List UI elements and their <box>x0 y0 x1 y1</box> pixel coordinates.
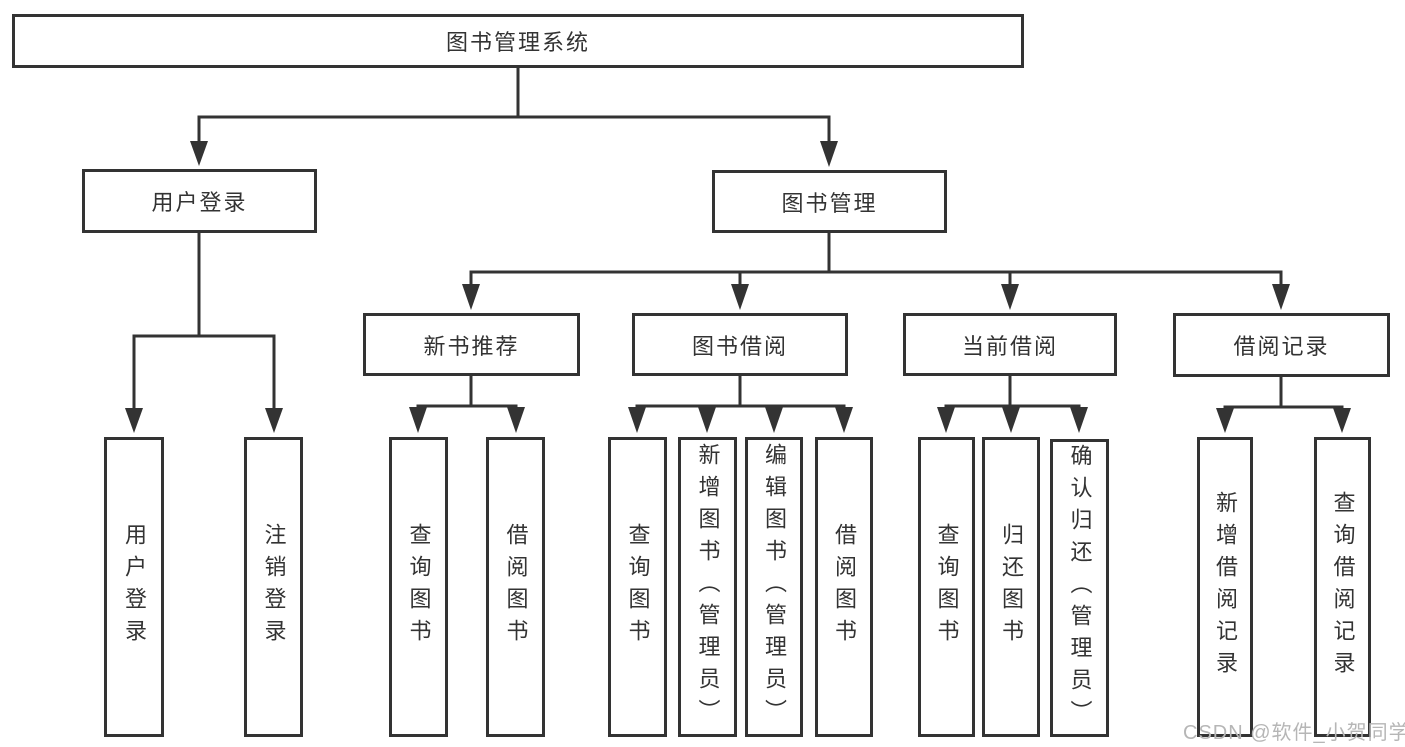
arrowhead-book-mgmt <box>820 141 838 167</box>
node-book-borrow: 图书借阅 <box>632 313 848 376</box>
arrowhead-leaf-user-login <box>125 408 143 433</box>
arrowhead-leaf-confirm-return <box>1070 407 1088 433</box>
leaf-return-book-label: 归还图书 <box>999 523 1024 651</box>
arrowhead-leaf-query-book-3 <box>937 407 955 433</box>
node-current-borrow-label: 当前借阅 <box>961 333 1058 359</box>
leaf-query-book-3: 查询图书 <box>918 437 975 737</box>
leaf-query-book-3-label: 查询图书 <box>934 523 960 651</box>
leaf-add-book-admin-label: 新增图书（管理员） <box>695 443 721 731</box>
node-book-management: 图书管理 <box>712 170 947 233</box>
arrowhead-borrow-records <box>1272 284 1290 310</box>
arrowhead-leaf-query-book-1 <box>409 407 427 433</box>
leaf-query-borrow-record: 查询借阅记录 <box>1314 437 1371 737</box>
arrowhead-leaf-return-book <box>1002 407 1020 433</box>
arrowhead-leaf-query-book-2 <box>628 407 646 433</box>
node-book-management-label: 图书管理 <box>781 190 878 216</box>
node-new-book-recommend: 新书推荐 <box>363 313 580 376</box>
leaf-add-borrow-record-label: 新增借阅记录 <box>1213 491 1238 683</box>
arrowhead-current-borrow <box>1001 284 1019 310</box>
arrowhead-new-book <box>462 284 480 310</box>
arrowhead-leaf-logout <box>265 408 283 433</box>
arrowhead-leaf-add-book <box>698 407 716 433</box>
node-user-login-label: 用户登录 <box>151 190 248 215</box>
leaf-user-login-label: 用户登录 <box>122 523 147 651</box>
leaf-edit-book-admin: 编辑图书（管理员） <box>745 437 803 737</box>
arrowhead-leaf-borrow-book-2 <box>835 407 853 433</box>
leaf-logout-label: 注销登录 <box>261 523 287 651</box>
leaf-add-book-admin: 新增图书（管理员） <box>678 437 737 737</box>
arrowhead-leaf-add-record <box>1216 408 1234 433</box>
leaf-borrow-book-1-label: 借阅图书 <box>503 523 529 651</box>
arrowhead-leaf-edit-book <box>765 407 783 433</box>
leaf-query-book-2-label: 查询图书 <box>625 523 651 651</box>
leaf-query-book-2: 查询图书 <box>608 437 667 737</box>
node-book-borrow-label: 图书借阅 <box>691 333 788 359</box>
leaf-confirm-return-admin: 确认归还（管理员） <box>1050 439 1109 737</box>
node-new-book-recommend-label: 新书推荐 <box>423 333 520 359</box>
node-current-borrow: 当前借阅 <box>903 313 1117 376</box>
leaf-user-login: 用户登录 <box>104 437 164 737</box>
leaf-return-book: 归还图书 <box>982 437 1040 737</box>
node-borrow-records-label: 借阅记录 <box>1233 334 1330 359</box>
node-user-login: 用户登录 <box>82 169 317 233</box>
arrowhead-leaf-borrow-book-1 <box>507 407 525 433</box>
arrowhead-book-borrow <box>731 284 749 310</box>
node-root: 图书管理系统 <box>12 14 1024 68</box>
leaf-borrow-book-2: 借阅图书 <box>815 437 873 737</box>
leaf-borrow-book-2-label: 借阅图书 <box>832 523 857 651</box>
leaf-add-borrow-record: 新增借阅记录 <box>1197 437 1253 737</box>
leaf-edit-book-admin-label: 编辑图书（管理员） <box>762 443 787 731</box>
node-borrow-records: 借阅记录 <box>1173 313 1390 377</box>
leaf-borrow-book-1: 借阅图书 <box>486 437 545 737</box>
leaf-query-book-1-label: 查询图书 <box>406 523 432 651</box>
leaf-logout: 注销登录 <box>244 437 303 737</box>
node-root-label: 图书管理系统 <box>445 30 590 55</box>
leaf-query-book-1: 查询图书 <box>389 437 448 737</box>
leaf-query-borrow-record-label: 查询借阅记录 <box>1330 491 1356 683</box>
csdn-watermark: CSDN @软件_小贺同学 <box>1183 722 1405 744</box>
leaf-confirm-return-admin-label: 确认归还（管理员） <box>1067 444 1093 732</box>
arrowhead-leaf-query-record <box>1333 408 1351 433</box>
arrowhead-user-login <box>190 141 208 166</box>
